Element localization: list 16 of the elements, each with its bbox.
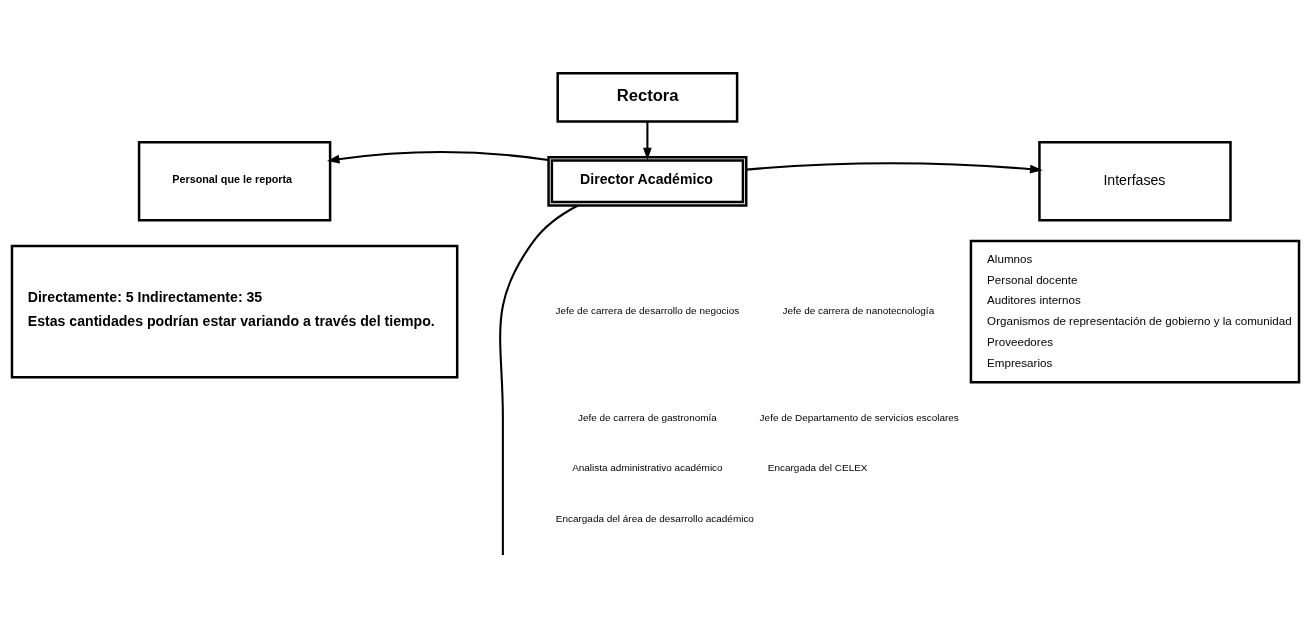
arrow — [746, 161, 1043, 173]
node-box: Interfases — [1038, 140, 1232, 222]
label: Jefe de Departamento de servicios escolares — [759, 411, 959, 423]
node-box: Alumnos Personal docente Auditores internos Organismos de representación de gobierno y la comunidad Proveedores Empresarios — [969, 239, 1301, 384]
label: Encargada del área de desarrollo académico — [555, 512, 754, 524]
node-box: Rectora — [556, 71, 739, 123]
arrow — [327, 150, 549, 163]
label: Jefe de carrera de nanotecnología — [782, 304, 935, 316]
label: Jefe de carrera de desarrollo de negocios — [555, 304, 740, 316]
label: Jefe de carrera de gastronomía — [577, 411, 717, 423]
arrow — [643, 121, 652, 160]
node-box: Personal que le reporta — [137, 140, 332, 222]
node-box: Directamente: 5 Indirectamente: 35 Estas cantidades podrían estar variando a través del tiempo. — [10, 244, 459, 379]
label: Encargada del CELEX — [767, 461, 868, 473]
label: Analista administrativo académico — [572, 461, 723, 473]
connector — [499, 204, 579, 555]
